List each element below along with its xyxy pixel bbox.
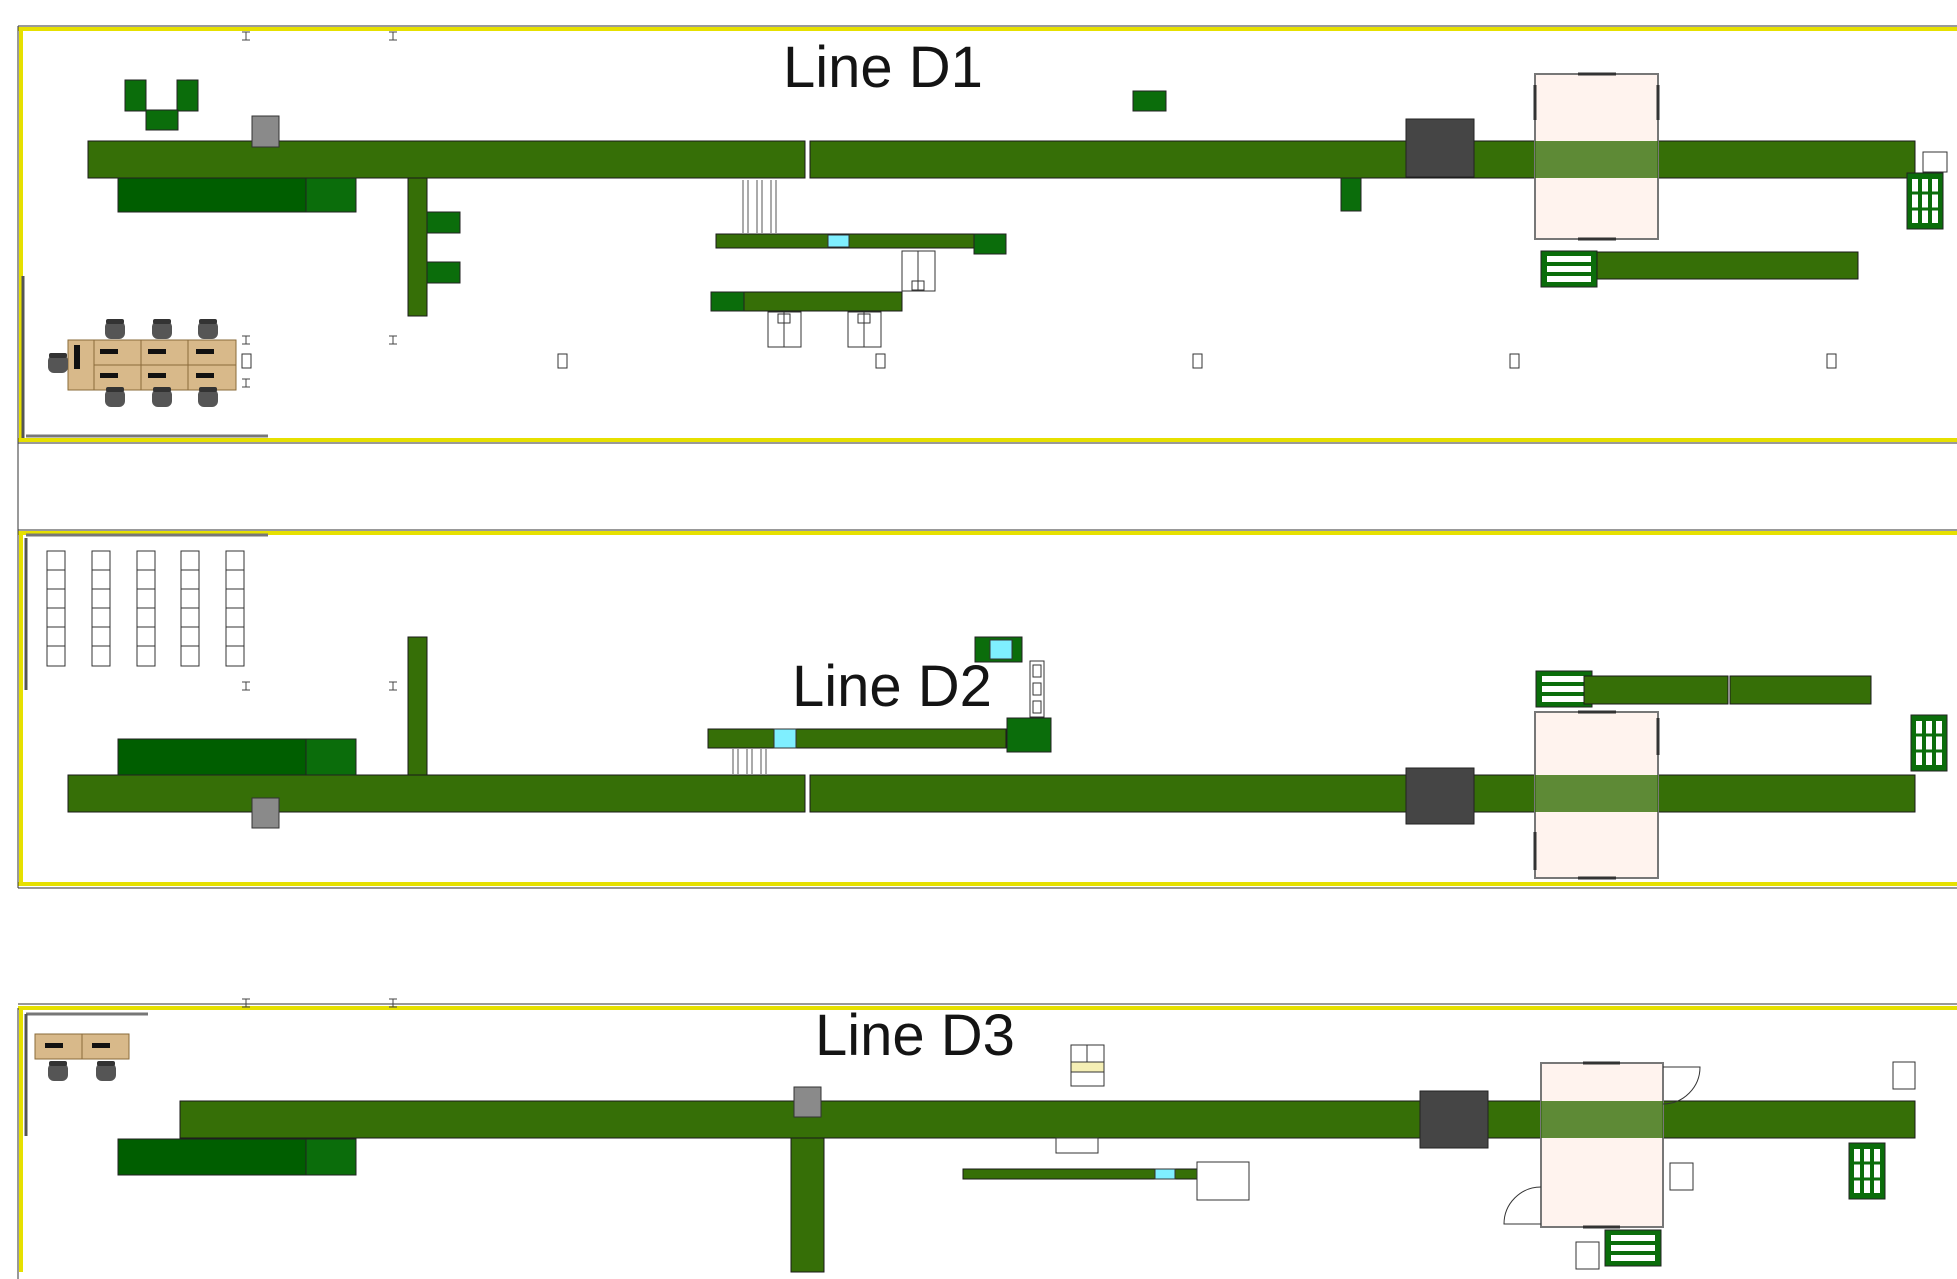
branch-station-d1-a — [426, 211, 461, 234]
machine-block-d2 — [1405, 767, 1475, 825]
screen-station-d2 — [974, 636, 1023, 663]
zone-line-d2: Line D2 — [17, 443, 1957, 889]
machine-block-d3 — [1419, 1090, 1489, 1149]
pillar-mark — [388, 335, 398, 345]
cart-d3 — [1070, 1044, 1105, 1087]
main-conveyor-d2-left — [67, 774, 806, 813]
pillar-mark — [241, 681, 251, 691]
u-station-d1 — [124, 79, 199, 131]
station-d1-under — [1340, 177, 1362, 212]
branch-conveyor-d1 — [407, 177, 428, 317]
screen-d3 — [1154, 1168, 1176, 1180]
sub-station-d1-a — [973, 233, 1007, 255]
pillar-mark — [241, 335, 251, 345]
cabinet-d1-b — [767, 311, 802, 348]
pillar-mark — [388, 31, 398, 41]
branch-conveyor-d2 — [407, 636, 428, 776]
main-conveyor-d1-right — [809, 140, 1916, 179]
bin-d3-a — [1669, 1162, 1694, 1191]
line-d1-title: Line D1 — [783, 35, 983, 100]
pillar-mark — [241, 378, 251, 388]
bin-d3-b — [1575, 1241, 1600, 1270]
outfeed-conveyor-d2-b — [1729, 675, 1872, 705]
bin-d1-end — [1922, 151, 1948, 173]
box-d1-1 — [241, 353, 252, 369]
zone-line-d1: Line D1 — [17, 25, 1957, 444]
rack-d1-end — [1905, 171, 1945, 231]
station-d1-top — [1132, 90, 1167, 112]
zone-line-d3: Line D3 — [17, 998, 1957, 1279]
table-d3 — [1196, 1161, 1250, 1201]
column-d1 — [251, 115, 280, 148]
loading-station-d2 — [117, 738, 307, 776]
office-d1 — [21, 276, 268, 438]
loading-station-d1 — [117, 177, 307, 213]
main-conveyor-d1-left — [87, 140, 806, 179]
cabinet-d1-c — [847, 311, 882, 348]
door-d3-b — [1503, 1186, 1542, 1225]
rack-d3-end — [1847, 1141, 1887, 1201]
sub-conveyor-d1-b — [743, 291, 903, 312]
rack-d1-lower — [1540, 250, 1598, 288]
main-conveyor-d2-right — [809, 774, 1916, 813]
box-d1-4 — [1192, 353, 1203, 369]
loading-station-end-d1 — [305, 177, 357, 213]
cabinet-d1-a — [901, 250, 936, 292]
pillar-mark — [241, 998, 251, 1008]
box-d1-3 — [875, 353, 886, 369]
rack-d2-end — [1909, 713, 1949, 773]
robot-cell-d3 — [1540, 1061, 1664, 1229]
rollers-d1 — [742, 180, 777, 233]
sub-conveyor-d2 — [707, 728, 1007, 749]
pillar-mark — [388, 998, 398, 1008]
rollers-d2 — [732, 749, 767, 774]
rack-d3-lower — [1604, 1229, 1662, 1267]
sub-station-d2-end — [1006, 717, 1052, 753]
box-d1-6 — [1826, 353, 1837, 369]
bin-d3-under — [1055, 1137, 1099, 1154]
machine-block-d1 — [1405, 118, 1475, 178]
branch-conveyor-d3 — [790, 1137, 825, 1273]
door-d3-a — [1662, 1066, 1701, 1105]
robot-cell-d1 — [1533, 72, 1660, 241]
robot-cell-d2 — [1533, 710, 1660, 880]
stacked-bins-d2 — [1029, 660, 1045, 718]
screen-d2 — [773, 728, 797, 749]
outfeed-conveyor-d2-a — [1583, 675, 1729, 705]
line-d3-title: Line D3 — [815, 1003, 1015, 1068]
storage-racks-d2 — [46, 550, 245, 667]
column-d2 — [251, 797, 280, 829]
branch-station-d1-b — [426, 261, 461, 284]
sub-station-d1-b — [710, 291, 745, 312]
pillar-mark — [241, 31, 251, 41]
loading-station-d3 — [117, 1138, 307, 1176]
loading-station-end-d2 — [305, 738, 357, 776]
column-d3 — [793, 1086, 822, 1118]
box-d1-2 — [557, 353, 568, 369]
office-d3 — [24, 1012, 148, 1136]
pillar-mark — [388, 681, 398, 691]
outfeed-conveyor-d1 — [1596, 251, 1859, 280]
screen-d1 — [827, 234, 850, 248]
loading-station-end-d3 — [305, 1138, 357, 1176]
bin-d3-c — [1892, 1061, 1916, 1090]
line-d2-title: Line D2 — [792, 654, 992, 719]
box-d1-5 — [1509, 353, 1520, 369]
